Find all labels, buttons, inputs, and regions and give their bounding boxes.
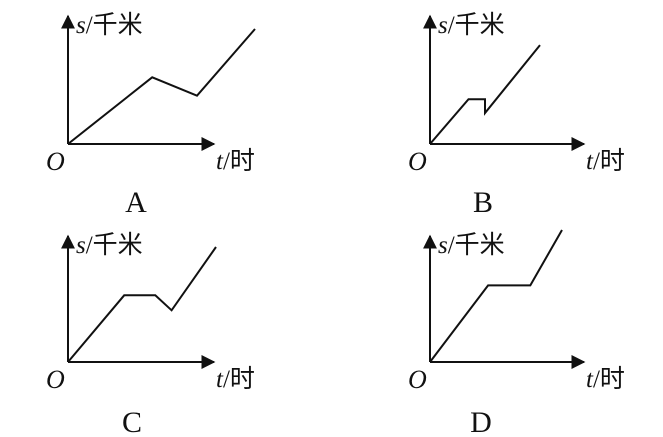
distance-time-line-a [67, 28, 256, 145]
x-axis-label-a: t/时 [216, 147, 255, 175]
graph-caption-b: B [473, 186, 493, 219]
origin-label-b: O [408, 147, 427, 176]
distance-time-line-b [429, 44, 541, 145]
graph-caption-d: D [470, 406, 492, 437]
origin-label-a: O [46, 147, 65, 176]
origin-label-c: O [46, 365, 65, 394]
y-axis-label-a: s/千米 [76, 11, 143, 39]
x-axis-label-c: t/时 [216, 365, 255, 393]
distance-time-line-c [67, 246, 217, 363]
graph-caption-c: C [122, 406, 142, 437]
y-axis-label-b: s/千米 [438, 11, 505, 39]
distance-time-line-d [429, 229, 563, 363]
origin-label-d: O [408, 365, 427, 394]
y-axis-label-d: s/千米 [438, 231, 505, 259]
graph-c: s/千米 t/时 O C [46, 231, 255, 437]
x-axis-label-b: t/时 [586, 147, 625, 175]
graph-caption-a: A [125, 186, 147, 219]
graph-b: s/千米 t/时 O B [408, 11, 625, 219]
graph-d: s/千米 t/时 O D [408, 229, 625, 437]
x-axis-label-d: t/时 [586, 365, 625, 393]
graph-a: s/千米 t/时 O A [46, 11, 256, 219]
y-axis-label-c: s/千米 [76, 231, 143, 259]
